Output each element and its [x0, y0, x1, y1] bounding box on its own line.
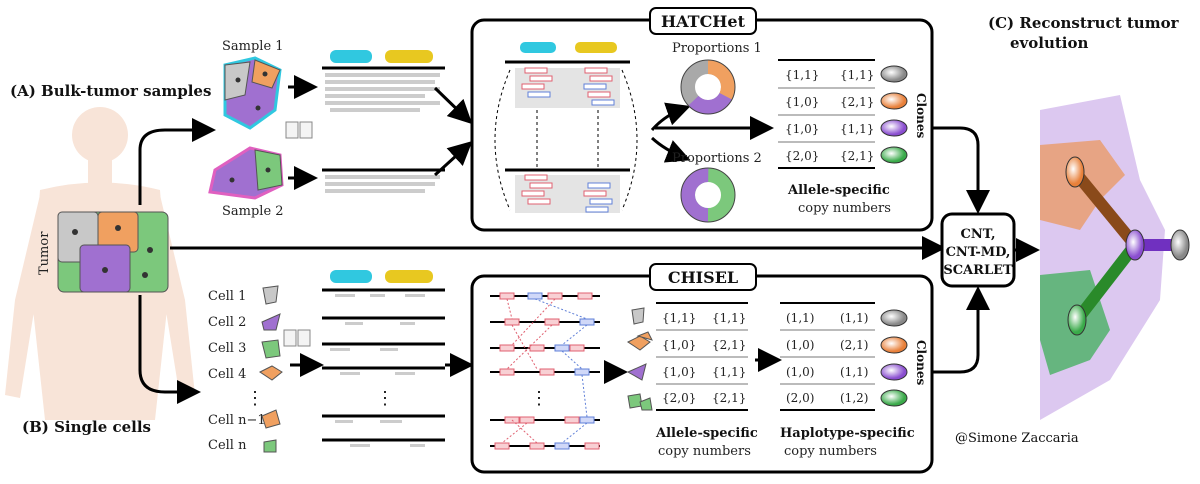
cell-label: Cell 1: [208, 289, 246, 304]
arrow-hatchet-to-proportions2: [650, 136, 691, 163]
chisel-allele-cell: {1,0}: [662, 338, 696, 352]
chisel-allele-cell: {1,1}: [712, 365, 746, 379]
arrow-hatchet-to-methods: [932, 126, 990, 214]
hatchet-cn-cell: {1,1}: [840, 122, 874, 136]
sequencer-icon-cells: [283, 329, 311, 347]
bulk-reads-1: [322, 50, 445, 112]
chisel-allele-cell: {1,0}: [662, 365, 696, 379]
cell-icons: [259, 285, 283, 453]
arrow-chisel-to-methods: [932, 286, 990, 374]
chisel-haplo-cell: (1,1): [840, 365, 868, 379]
section-a-label: (A) Bulk-tumor samples: [10, 82, 211, 100]
chisel-allele-cell: {2,1}: [712, 391, 746, 405]
credit-text: @Simone Zaccaria: [955, 431, 1079, 446]
section-b-label: (B) Single cells: [22, 418, 151, 436]
chisel-haplo-cell: (1,0): [786, 338, 814, 352]
chisel-haplo-cell: (2,0): [786, 391, 814, 405]
cell-label: Cell n: [208, 438, 247, 453]
chisel-allele-table: {1,1} {1,1} {1,0} {2,1} {1,0} {1,1} {2,0…: [656, 302, 748, 411]
chisel-clones-label: Clones: [914, 340, 928, 385]
hatchet-cn-cell: {1,0}: [785, 122, 819, 136]
proportions1-label: Proportions 1: [672, 41, 762, 56]
method-label: CNT,: [960, 227, 995, 242]
chisel-alignment: ⋮: [490, 292, 600, 450]
cell-labels: Cell 1 Cell 2 Cell 3 Cell 4 Cell n−1 Cel…: [208, 289, 266, 453]
cell-label: Cell n−1: [208, 413, 266, 428]
chisel-allele-cell: {2,0}: [662, 391, 696, 405]
arrow-hatchet-to-proportions: [650, 102, 691, 131]
sample1-tissue: [223, 56, 282, 130]
chisel-cell-icons: [626, 307, 653, 411]
sample2-label: Sample 2: [222, 204, 284, 219]
chisel-allele-cell: {2,1}: [712, 338, 746, 352]
hatchet-caption-1: Allele-specific: [787, 183, 890, 198]
chisel-title-box: [649, 263, 757, 291]
method-label: CNT-MD,: [946, 245, 1011, 260]
evolution-tree: [1040, 95, 1190, 420]
hatchet-alignment: [494, 42, 638, 213]
cell-label: Cell 2: [208, 315, 246, 330]
arrow-bulk1-to-hatchet: [433, 86, 473, 125]
chisel-haplo-caption-2: copy numbers: [784, 444, 877, 459]
chisel-allele-cell: {1,1}: [712, 311, 746, 325]
sequencer-icon-bulk: [285, 121, 313, 139]
arrow-bulk2-to-hatchet: [433, 140, 473, 177]
hatchet-clones-label: Clones: [914, 93, 928, 138]
hatchet-cn-table: {1,1} {1,1} {1,0} {2,1} {1,0} {1,1} {2,0…: [778, 59, 908, 169]
hatchet-caption-2: copy numbers: [798, 201, 891, 216]
chisel-allele-cell: {1,1}: [662, 311, 696, 325]
hatchet-cn-cell: {2,1}: [840, 95, 874, 109]
hatchet-title: HATCHet: [661, 12, 746, 31]
chisel-haplo-table: (1,1) (1,1) (1,0) (2,1) (1,0) (1,1) (2,0…: [780, 302, 908, 411]
sample2-tissue: [208, 146, 284, 200]
hatchet-cn-cell: {1,0}: [785, 95, 819, 109]
vdots: ⋮: [246, 388, 264, 409]
proportions1-donut: [680, 59, 736, 115]
svg-text:⋮: ⋮: [376, 388, 394, 409]
chisel-haplo-cell: (1,1): [786, 311, 814, 325]
single-cell-reads: ⋮: [322, 270, 445, 447]
arrow-tumor-to-cells: [138, 295, 201, 404]
chisel-haplo-cell: (2,1): [840, 338, 868, 352]
section-c-label-1: (C) Reconstruct tumor: [988, 14, 1180, 32]
hatchet-cn-cell: {1,1}: [840, 68, 874, 82]
cell-label: Cell 4: [208, 367, 246, 382]
svg-text:⋮: ⋮: [530, 388, 548, 409]
section-c-label-2: evolution: [1010, 34, 1089, 52]
chisel-haplo-caption-1: Haplotype-specific: [780, 426, 915, 441]
tumor-label: Tumor: [37, 231, 52, 275]
cell-label: Cell 3: [208, 341, 246, 356]
arrow-tumor-to-bulk: [138, 118, 216, 205]
chisel-haplo-cell: (1,1): [840, 311, 868, 325]
chisel-allele-caption-2: copy numbers: [658, 444, 751, 459]
method-label: SCARLET: [943, 263, 1013, 278]
bulk-reads-2: [322, 168, 445, 193]
hatchet-cn-cell: {2,0}: [785, 149, 819, 163]
chisel-allele-caption-1: Allele-specific: [655, 426, 758, 441]
chisel-title: CHISEL: [668, 268, 738, 287]
sample1-label: Sample 1: [222, 39, 284, 54]
hatchet-cn-cell: {1,1}: [785, 68, 819, 82]
hatchet-title-box: [649, 7, 757, 35]
hatchet-cn-cell: {2,1}: [840, 149, 874, 163]
proportions2-label: Proportions 2: [672, 151, 762, 166]
proportions2-donut: [680, 167, 736, 223]
tumor-tissue: [57, 211, 169, 293]
chisel-haplo-cell: (1,2): [840, 391, 868, 405]
chisel-haplo-cell: (1,0): [786, 365, 814, 379]
